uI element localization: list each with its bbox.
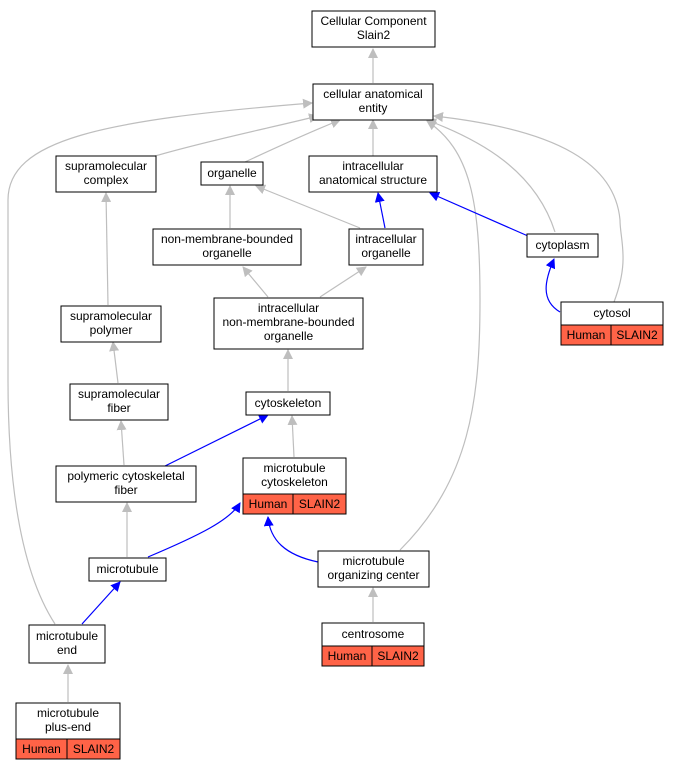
node-label: non-membrane-bounded	[161, 232, 293, 246]
node-label: anatomical structure	[319, 173, 427, 187]
edge-cytoplasm-to-cae	[426, 118, 556, 233]
node-label: polymeric cytoskeletal	[67, 469, 184, 483]
node-label: Slain2	[357, 28, 391, 42]
node-supramolecular-polymer[interactable]: supramolecular polymer	[60, 305, 162, 343]
node-centrosome[interactable]: centrosome Human SLAIN2	[321, 622, 425, 667]
node-label: organelle	[264, 329, 314, 343]
node-label: cytosol	[593, 306, 630, 320]
node-label: cytoskeleton	[255, 396, 322, 410]
node-microtubule-end[interactable]: microtubule end	[28, 624, 106, 664]
node-cytoskeleton[interactable]: cytoskeleton	[245, 391, 331, 416]
gene-label: SLAIN2	[299, 497, 341, 511]
node-microtubule-cytoskeleton[interactable]: microtubule cytoskeleton Human SLAIN2	[242, 457, 347, 515]
node-label: supramolecular	[78, 387, 160, 401]
node-label: Cellular Component	[320, 14, 427, 28]
node-label: microtubule	[342, 554, 404, 568]
node-cellular-component-slain2[interactable]: Cellular Component Slain2	[311, 10, 436, 48]
species-label: Human	[328, 649, 367, 663]
node-supramolecular-complex[interactable]: supramolecular complex	[55, 155, 157, 193]
node-microtubule-organizing-center[interactable]: microtubule organizing center	[317, 550, 430, 588]
gene-tag	[610, 324, 664, 346]
node-label: cytoskeleton	[261, 475, 328, 489]
node-label: cellular anatomical	[323, 87, 422, 101]
node-cellular-anatomical-entity[interactable]: cellular anatomical entity	[312, 83, 434, 121]
node-label: microtubule	[36, 629, 98, 643]
node-label: centrosome	[342, 627, 405, 641]
node-label: intracellular	[355, 232, 416, 246]
node-label: supramolecular	[70, 309, 152, 323]
node-label: microtubule	[37, 706, 99, 720]
node-polymeric-cytoskeletal-fiber[interactable]: polymeric cytoskeletal fiber	[55, 465, 197, 503]
edge-cytosol-to-cytoplasm	[545, 258, 561, 313]
node-label: plus-end	[45, 720, 91, 734]
edge-intraorg-to-organelle	[255, 184, 361, 229]
edge-intraorg-to-ias	[374, 192, 386, 229]
node-label: polymer	[90, 323, 133, 337]
gene-tag	[66, 738, 121, 760]
edge-supcomplex-to-cae	[154, 113, 319, 157]
node-label: entity	[359, 101, 388, 115]
gene-label: SLAIN2	[616, 328, 658, 342]
edge-mtend-to-microtubule	[81, 581, 121, 625]
node-label: organizing center	[327, 568, 419, 582]
edge-mtend-to-cae	[7, 98, 313, 625]
edge-mtoc-to-mtcyto	[263, 516, 319, 563]
species-label: Human	[567, 328, 606, 342]
node-label: microtubule	[96, 562, 158, 576]
edge-inmbo-to-intraorg	[319, 266, 367, 298]
edge-microtubule-to-mtcyto	[147, 502, 241, 558]
edge-polycyto-to-supfiber	[116, 420, 127, 466]
node-intracellular-anatomical-structure[interactable]: intracellular anatomical structure	[308, 155, 438, 193]
edge-cytoplasm-to-ias	[429, 192, 529, 237]
node-label: intracellular	[258, 301, 319, 315]
node-label: fiber	[107, 401, 130, 415]
node-label: end	[57, 643, 77, 657]
edge-cytosol-to-cae	[433, 112, 624, 303]
gene-label: SLAIN2	[377, 649, 419, 663]
node-microtubule-plus-end[interactable]: microtubule plus-end Human SLAIN2	[15, 702, 121, 760]
node-label: organelle	[202, 246, 252, 260]
node-label: cytoplasm	[535, 238, 589, 252]
node-supramolecular-fiber[interactable]: supramolecular fiber	[69, 383, 169, 421]
edge-supfiber-to-suppolymer	[109, 341, 120, 384]
node-label: complex	[84, 173, 129, 187]
node-label: fiber	[114, 483, 137, 497]
node-organelle[interactable]: organelle	[200, 161, 264, 186]
edge-mtcyto-to-cytoskeleton	[287, 415, 298, 458]
gene-label: SLAIN2	[73, 742, 115, 756]
edge-polycyto-to-cytoskeleton	[162, 414, 269, 468]
node-label: supramolecular	[65, 159, 147, 173]
node-intracellular-organelle[interactable]: intracellular organelle	[348, 228, 424, 266]
node-label: organelle	[361, 246, 411, 260]
edges	[7, 48, 624, 702]
gene-tag	[371, 645, 425, 667]
node-cytoplasm[interactable]: cytoplasm	[526, 233, 599, 258]
species-label: Human	[249, 497, 288, 511]
edge-organelle-to-cae	[244, 118, 341, 163]
node-label: microtubule	[263, 461, 325, 475]
node-cytosol[interactable]: cytosol Human SLAIN2	[560, 301, 664, 346]
node-intracellular-non-membrane-bounded-organelle[interactable]: intracellular non-membrane-bounded organ…	[213, 297, 364, 350]
edge-inmbo-to-nmbo	[242, 266, 269, 298]
species-label: Human	[22, 742, 61, 756]
edge-mtoc-to-cae	[399, 120, 481, 551]
gene-tag	[292, 493, 347, 515]
node-microtubule[interactable]: microtubule	[88, 557, 167, 582]
node-label: non-membrane-bounded	[222, 315, 354, 329]
node-label: intracellular	[342, 159, 403, 173]
node-non-membrane-bounded-organelle[interactable]: non-membrane-bounded organelle	[152, 228, 302, 266]
node-label: organelle	[207, 166, 257, 180]
edge-suppolymer-to-supcomplex	[101, 192, 112, 306]
